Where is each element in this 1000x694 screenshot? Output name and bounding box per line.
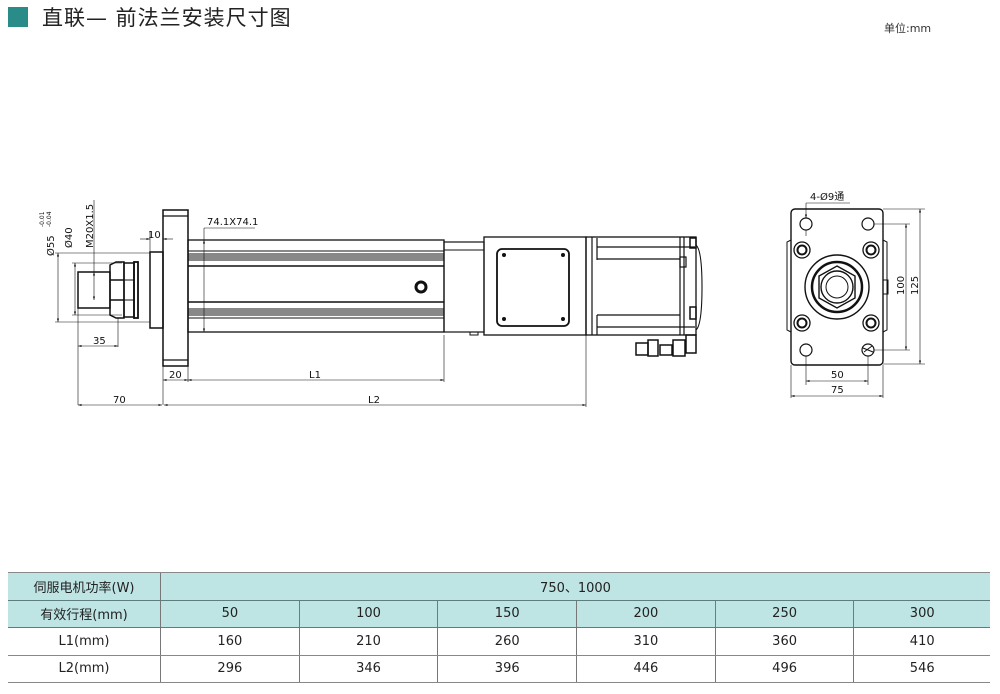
dim-holes: 4-Ø9通 [810,191,844,203]
lube-port [414,280,428,294]
dim-profile: 74.1X74.1 [207,217,258,228]
center-hex-nut [818,265,856,309]
power-label: 伺服电机功率(W) [8,572,161,601]
dim-flange-dia: Ø55 [45,235,57,256]
hex-nut [109,261,125,319]
table-cell: 396 [437,655,577,683]
table-row-power: 伺服电机功率(W) 750、1000 [8,572,990,601]
table-cell: 210 [298,627,438,656]
counterbore-holes [793,241,880,332]
dim-boss-dia: Ø40 [63,227,75,248]
row-label: L1(mm) [8,627,161,656]
table-cell: 200 [576,600,716,628]
end-view: 4-Ø9通 100 125 50 75 [786,191,925,398]
table-cell: 496 [714,655,854,683]
table-cell: 150 [437,600,577,628]
dim-flange-tol-lower: -0.04 [46,211,53,227]
dim-height: 125 [910,276,921,295]
table-cell: 410 [853,627,990,656]
spec-table: 伺服电机功率(W) 750、1000 有效行程(mm) 50 100 150 2… [8,572,990,683]
table-row-stroke: 有效行程(mm) 50 100 150 200 250 300 [8,600,990,628]
dim-hole-spacing-v: 100 [896,276,907,295]
flange-plate [162,209,189,367]
table-row-l1: L1(mm) 160 210 260 310 360 410 [8,627,990,656]
unit-label: 单位:mm [884,22,932,35]
row-label: L2(mm) [8,655,161,683]
dim-flange-plate: 20 [169,370,182,381]
dim-flange-tol-upper: -0.01 [39,211,46,227]
page-title: 直联— 前法兰安装尺寸图 [42,6,292,30]
dim-hole-spacing-h: 50 [831,370,844,381]
table-cell: 300 [853,600,990,628]
table-row-l2: L2(mm) 296 346 396 446 496 546 [8,655,990,683]
table-cell: 260 [437,627,577,656]
motor-flange-plate [496,248,570,327]
table-cell: 50 [160,600,300,628]
row-label: 有效行程(mm) [8,600,161,628]
motor-connectors [635,334,697,357]
flange-boss [149,251,164,329]
profile-grooves [188,250,444,319]
dimension-drawing: Ø55 -0.01 -0.04 Ø40 M20X1.5 10 74.1X74.1… [39,191,925,407]
dim-l2: L2 [368,395,380,406]
power-value: 750、1000 [160,572,990,601]
table-cell: 546 [853,655,990,683]
dim-l1: L1 [309,370,321,381]
center-boss [804,254,870,320]
dim-thread: M20X1.5 [85,204,96,248]
coupling-housing [443,241,485,333]
table-cell: 250 [714,600,854,628]
dim-width: 75 [831,385,844,396]
table-cell: 360 [714,627,854,656]
table-cell: 100 [298,600,438,628]
table-cell: 310 [576,627,716,656]
motor-flange [483,236,587,336]
table-cell: 160 [160,627,300,656]
lock-ring [123,262,135,318]
title-bar: 直联— 前法兰安装尺寸图 [8,2,292,32]
dim-rod-length: 35 [93,336,106,347]
table-cell: 346 [298,655,438,683]
dim-flange-thickness: 10 [148,230,161,241]
end-dimensions [790,202,925,398]
table-cell: 296 [160,655,300,683]
table-cell: 446 [576,655,716,683]
dim-extension: 70 [113,395,126,406]
nut-plate [133,261,139,319]
side-view: Ø55 -0.01 -0.04 Ø40 M20X1.5 10 74.1X74.1… [39,200,703,407]
side-dimensions [55,200,587,407]
title-accent-square [8,7,28,27]
servo-motor [585,236,697,336]
